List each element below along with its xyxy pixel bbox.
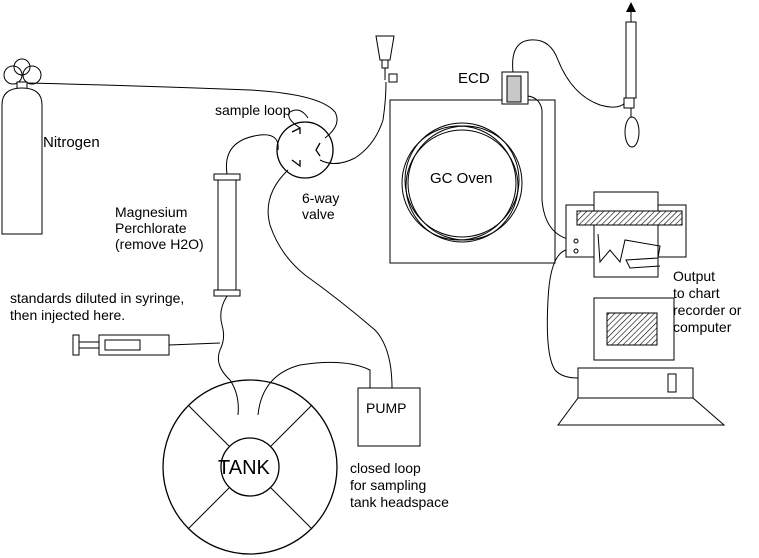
six-way-valve: [276, 109, 334, 179]
magnesium-perchlorate-column: [213, 173, 241, 297]
tank-label: TANK: [218, 457, 271, 479]
tank: [162, 379, 338, 555]
nitrogen-line: [27, 82, 338, 139]
ecd-label: ECD: [458, 70, 490, 87]
chart-recorder: [565, 191, 687, 278]
injection-port: [375, 35, 398, 83]
closed-loop-label-3: tank headspace: [350, 494, 449, 510]
mgperch-label-3: (remove H2O): [115, 236, 204, 252]
nitrogen-label: Nitrogen: [43, 134, 100, 151]
pump-box: [357, 387, 421, 447]
output-label-3: recorder or: [673, 302, 742, 318]
output-label-2: to chart: [673, 285, 720, 301]
sample-loop-label: sample loop: [215, 102, 291, 118]
valve-label: valve: [302, 206, 335, 222]
mgperch-label-2: Perchlorate: [115, 220, 187, 236]
closed-loop-label-2: for sampling: [350, 477, 426, 493]
nitrogen-cylinder: [1, 58, 43, 235]
output-label-4: computer: [673, 319, 732, 335]
gc-column-coil: [401, 122, 523, 243]
gc-oven-label: GC Oven: [430, 170, 493, 187]
ecd-detector: [501, 71, 529, 105]
valve-to-column-line: [225, 134, 279, 175]
ecd-to-oven-line: [527, 95, 543, 200]
standards-label-2: then injected here.: [10, 307, 125, 323]
mgperch-label-1: Magnesium: [115, 204, 187, 220]
valve-to-pump-line: [267, 169, 393, 389]
recorder-to-computer-line: [546, 249, 579, 379]
computer: [557, 297, 726, 426]
six-way-label: 6-way: [302, 190, 339, 206]
ecd-to-exhaust-line: [512, 39, 626, 108]
exhaust-tube: [623, 2, 640, 148]
pump-label: PUMP: [366, 400, 406, 416]
standards-label-1: standards diluted in syringe,: [10, 290, 184, 306]
valve-to-oven-line: [319, 81, 387, 164]
tank-to-pump-line: [257, 361, 371, 416]
syringe: [72, 334, 221, 356]
column-to-tank-line: [217, 295, 239, 416]
output-label-1: Output: [673, 268, 715, 284]
closed-loop-label-1: closed loop: [350, 460, 421, 476]
